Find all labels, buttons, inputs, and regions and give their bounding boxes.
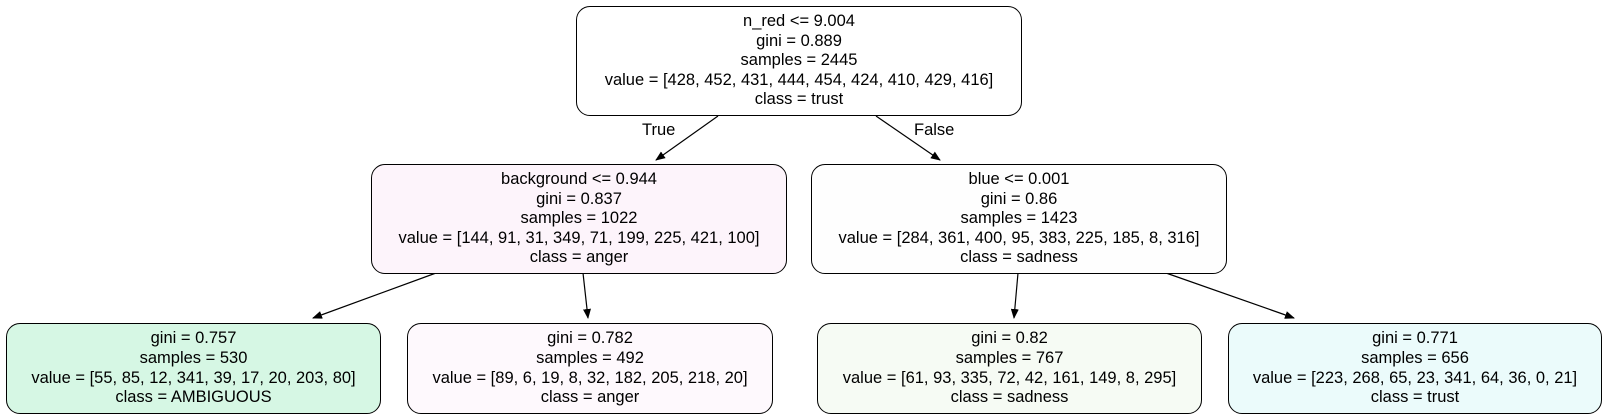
node-gini: gini = 0.837 — [536, 189, 622, 208]
node-samples: samples = 530 — [139, 348, 248, 367]
edge-left-leaf1 — [312, 272, 437, 319]
node-class: class = AMBIGUOUS — [115, 388, 272, 407]
tree-leaf-4: gini = 0.771 samples = 656 value = [223,… — [1228, 323, 1602, 414]
edge-right-leaf4 — [1165, 272, 1295, 319]
node-gini: gini = 0.86 — [980, 189, 1058, 208]
node-value: value = [428, 452, 431, 444, 454, 424, 4… — [604, 70, 994, 89]
tree-leaf-1: gini = 0.757 samples = 530 value = [55, … — [6, 323, 381, 414]
tree-node-right: blue <= 0.001 gini = 0.86 samples = 1423… — [811, 164, 1227, 274]
edge-left-leaf2 — [582, 272, 591, 319]
node-condition: background <= 0.944 — [501, 170, 657, 189]
edge-root-right — [875, 115, 941, 161]
node-samples: samples = 2445 — [740, 51, 858, 70]
node-samples: samples = 656 — [1361, 348, 1469, 367]
node-condition: n_red <= 9.004 — [743, 12, 855, 31]
node-gini: gini = 0.82 — [971, 329, 1048, 348]
tree-leaf-2: gini = 0.782 samples = 492 value = [89, … — [407, 323, 773, 414]
node-samples: samples = 492 — [536, 348, 644, 367]
tree-leaf-3: gini = 0.82 samples = 767 value = [61, 9… — [817, 323, 1202, 414]
node-class: class = trust — [754, 90, 844, 109]
node-gini: gini = 0.889 — [756, 31, 842, 50]
node-condition: blue <= 0.001 — [968, 170, 1070, 189]
node-value: value = [89, 6, 19, 8, 32, 182, 205, 218… — [432, 368, 748, 387]
edge-label-false: False — [914, 121, 955, 139]
node-value: value = [223, 268, 65, 23, 341, 64, 36, … — [1252, 368, 1578, 387]
node-value: value = [61, 93, 335, 72, 42, 161, 149, … — [842, 368, 1177, 387]
node-value: value = [144, 91, 31, 349, 71, 199, 225,… — [398, 228, 760, 247]
node-class: class = sadness — [960, 248, 1078, 267]
tree-node-left: background <= 0.944 gini = 0.837 samples… — [371, 164, 787, 274]
node-samples: samples = 1423 — [960, 209, 1078, 228]
node-gini: gini = 0.782 — [547, 329, 633, 348]
node-samples: samples = 767 — [955, 348, 1064, 367]
edge-root-left — [655, 115, 719, 161]
node-value: value = [55, 85, 12, 341, 39, 17, 20, 20… — [31, 368, 356, 387]
node-class: class = anger — [540, 388, 640, 407]
node-samples: samples = 1022 — [520, 209, 638, 228]
edge-label-true: True — [642, 121, 676, 139]
node-class: class = anger — [529, 248, 629, 267]
node-class: class = trust — [1370, 388, 1460, 407]
edge-right-leaf3 — [1010, 272, 1019, 319]
node-gini: gini = 0.771 — [1372, 329, 1458, 348]
node-gini: gini = 0.757 — [150, 329, 237, 348]
node-value: value = [284, 361, 400, 95, 383, 225, 18… — [838, 228, 1200, 247]
node-class: class = sadness — [950, 388, 1069, 407]
tree-node-root: n_red <= 9.004 gini = 0.889 samples = 24… — [576, 6, 1022, 116]
